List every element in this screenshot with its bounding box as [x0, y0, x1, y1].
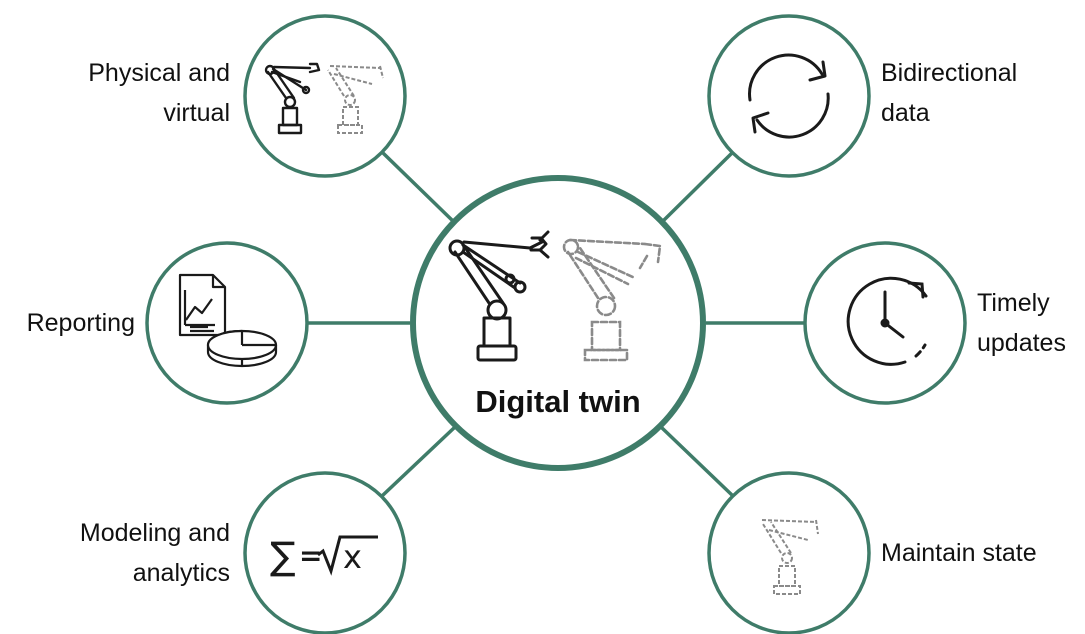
label-reporting: Reporting: [27, 303, 135, 343]
label-physical-virtual: Physical and virtual: [88, 53, 230, 133]
label-line: Bidirectional: [881, 59, 1018, 87]
label-line: Modeling and: [79, 519, 230, 547]
center-virtual-robot-arm-icon: [562, 238, 662, 362]
sigma-symbol: ∑: [270, 534, 296, 578]
connector-maintain: [659, 425, 735, 498]
sqrt-radical: [317, 535, 378, 576]
label-maintain: Maintain state: [881, 533, 1037, 573]
equals-symbol: =: [299, 539, 322, 572]
center-circle: [410, 175, 706, 471]
label-line: Reporting: [26, 309, 135, 337]
label-line: Timely: [977, 289, 1050, 317]
label-modeling: Modeling and analytics: [80, 513, 230, 593]
node-circle-physical-virtual: [243, 14, 407, 178]
radicand: x: [343, 538, 362, 576]
virtual-robot-arm-icon: [761, 519, 819, 595]
node-circle-reporting: [145, 241, 309, 405]
label-line: data: [881, 99, 930, 127]
label-timely: Timely updates: [977, 283, 1066, 363]
label-bidirectional: Bidirectional data: [881, 53, 1017, 133]
robot-arm-physical-and-virtual-icon: [264, 62, 384, 135]
connector-bidirectional: [659, 150, 735, 225]
clock-refresh-icon: [846, 276, 928, 366]
node-circle-bidirectional: [707, 14, 871, 178]
label-line: analytics: [132, 559, 230, 587]
label-line: virtual: [163, 99, 230, 127]
connector-physical-virtual: [380, 150, 457, 225]
report-document-pie-chart-icon: [178, 273, 278, 368]
label-line: Physical and: [88, 59, 230, 87]
connector-modeling: [380, 425, 457, 498]
bidirectional-arrows-icon: [748, 53, 830, 139]
center-title: Digital twin: [475, 384, 641, 419]
label-line: Maintain state: [881, 539, 1037, 567]
center-physical-robot-arm-icon: [448, 230, 550, 362]
sigma-equals-sqrt-formula-icon: ∑ = x: [270, 534, 378, 578]
label-line: updates: [977, 329, 1066, 357]
